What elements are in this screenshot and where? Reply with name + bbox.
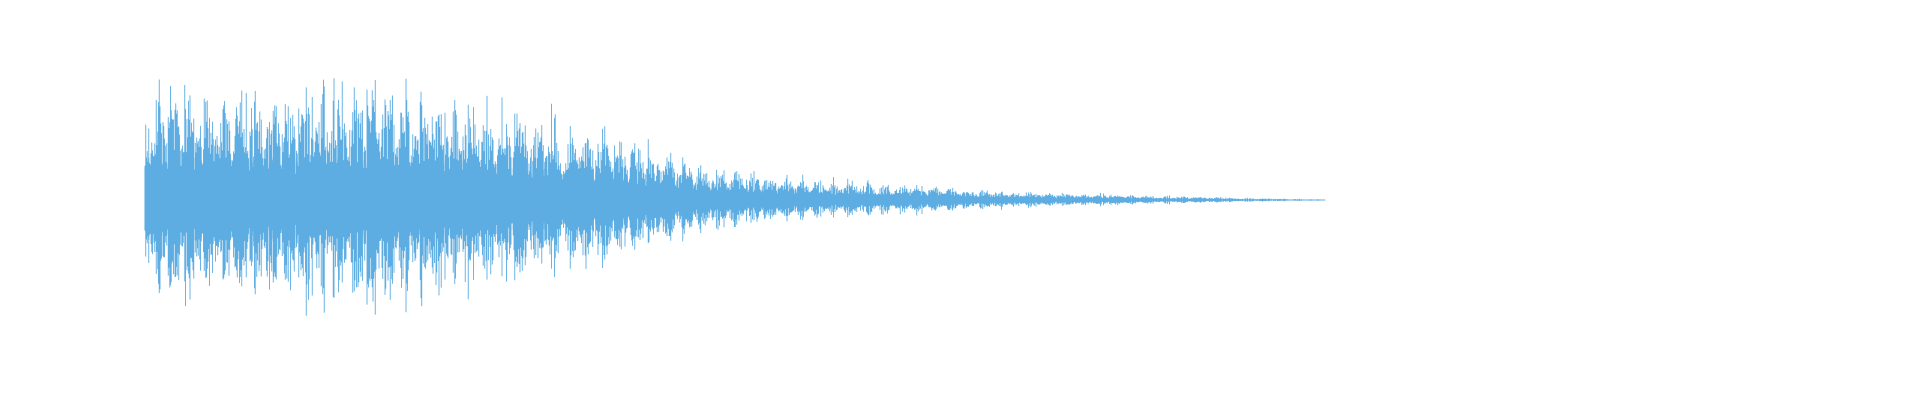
- waveform-trace: [144, 78, 1326, 316]
- waveform-core: [144, 156, 1326, 242]
